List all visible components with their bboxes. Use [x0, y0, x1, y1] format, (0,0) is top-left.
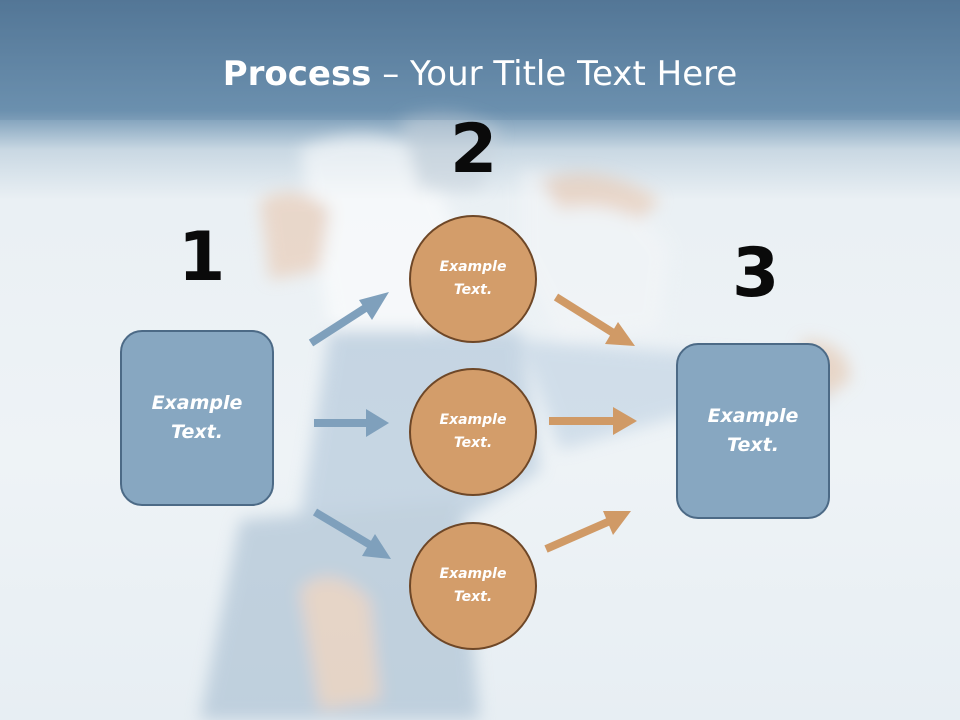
arrow-blue-middle	[314, 409, 389, 437]
right-step-box: Example Text.	[676, 343, 830, 519]
arrow-orange-down	[553, 293, 635, 346]
circle-bottom-text: Example Text.	[439, 566, 507, 605]
slide-title: Process – Your Title Text Here	[0, 52, 960, 96]
circle-middle: Example Text.	[409, 368, 537, 496]
circle-middle-text: Example Text.	[439, 412, 507, 451]
step-number-1: 1	[178, 218, 226, 297]
arrow-orange-up	[544, 511, 631, 553]
left-box-text: Example Text.	[151, 392, 243, 443]
arrow-orange-middle	[549, 407, 637, 435]
circle-top: Example Text.	[409, 215, 537, 343]
left-step-box: Example Text.	[120, 330, 274, 506]
step-number-3: 3	[732, 234, 780, 313]
right-box-text: Example Text.	[707, 405, 799, 456]
arrow-blue-up	[308, 292, 389, 347]
circle-bottom: Example Text.	[409, 522, 537, 650]
arrow-blue-down	[312, 508, 391, 559]
step-number-2: 2	[450, 110, 498, 189]
circle-top-text: Example Text.	[439, 259, 507, 298]
title-rest: – Your Title Text Here	[371, 54, 738, 94]
title-bold: Process	[222, 54, 372, 94]
